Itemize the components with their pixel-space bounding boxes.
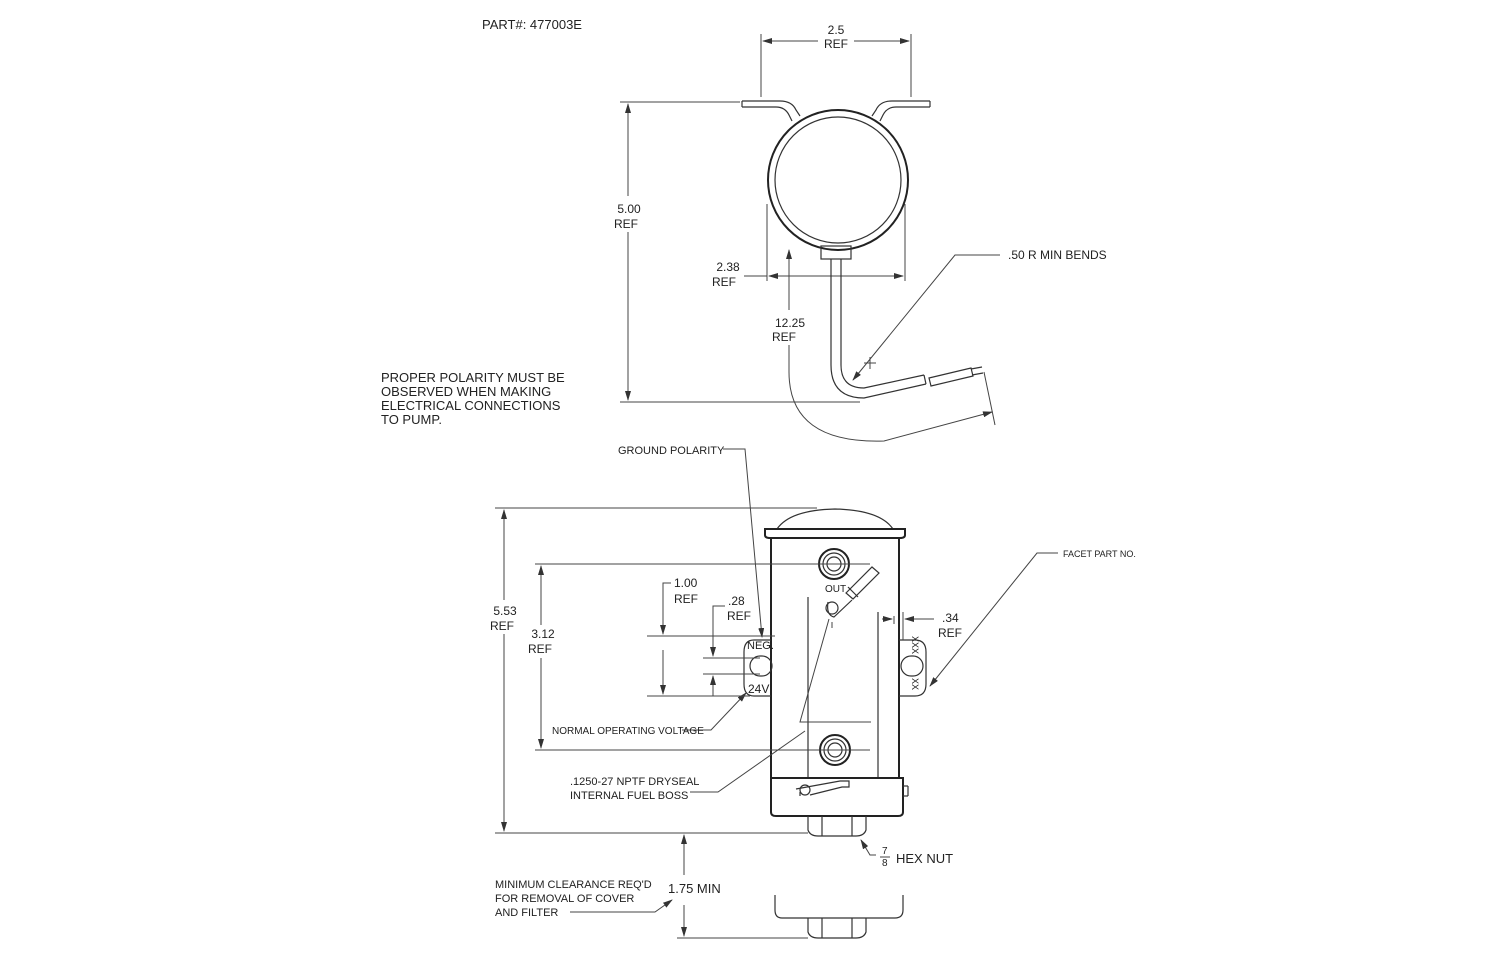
fuel-boss-line: .1250-27 NPTF DRYSEAL [570,776,699,788]
voltage-label: 24V [748,682,769,696]
dim-width-ref: REF [824,37,848,51]
hex-nut-label: HEX NUT [896,851,953,866]
polarity-note-line: PROPER POLARITY MUST BE [381,370,565,385]
clearance-note-line: MINIMUM CLEARANCE REQ'D [495,879,652,891]
polarity-note-line: OBSERVED WHEN MAKING [381,384,551,399]
xx-label: XX [910,678,920,690]
polarity-note-line: TO PUMP. [381,412,442,427]
dim-total-value: 5.53 [493,604,517,618]
dim-lead-value: 12.25 [775,316,805,330]
clearance-note-line: FOR REMOVAL OF COVER [495,893,634,905]
dim-bracket-ref: REF [674,592,698,606]
clearance-dim: 1.75 MIN [668,881,721,896]
out-label: OUT [825,584,846,595]
dim-width-value: 2.5 [828,23,845,37]
dim-right-value: .34 [942,611,959,625]
side-view: OUT NEG. 24V XXX XX [490,445,1136,939]
dim-ports-value: 3.12 [531,627,555,641]
dim-height-ref: REF [614,217,638,231]
dim-body-value: 2.38 [716,260,740,274]
dim-total-ref: REF [490,619,514,633]
operating-voltage: NORMAL OPERATING VOLTAGE [552,726,704,737]
pump-body-inner [774,116,902,244]
dim-body-ref: REF [712,275,736,289]
polarity-note-line: ELECTRICAL CONNECTIONS [381,398,561,413]
xxx-label: XXX [910,636,920,654]
hex-nut-den: 8 [882,858,888,869]
bends-note: .50 R MIN BENDS [1008,248,1107,262]
dim-slot-value: .28 [728,594,745,608]
polarity-note: PROPER POLARITY MUST BE OBSERVED WHEN MA… [381,370,565,427]
hex-nut-num: 7 [882,846,888,857]
ground-polarity: GROUND POLARITY [618,445,725,457]
dim-bracket-value: 1.00 [674,576,698,590]
facet-part-no: FACET PART NO. [1063,549,1136,559]
fuel-boss-line: INTERNAL FUEL BOSS [570,790,688,802]
pump-body-outer [767,109,909,251]
part-number: PART#: 477003E [482,17,582,32]
clearance-note-line: AND FILTER [495,907,558,919]
dim-slot-ref: REF [727,609,751,623]
dim-lead-ref: REF [772,330,796,344]
dim-height-value: 5.00 [617,202,641,216]
dim-right-ref: REF [938,626,962,640]
top-view: 2.5 REF 2.38 REF 5.00 REF [614,23,1107,442]
dim-ports-ref: REF [528,642,552,656]
neg-label: NEG. [747,640,774,652]
